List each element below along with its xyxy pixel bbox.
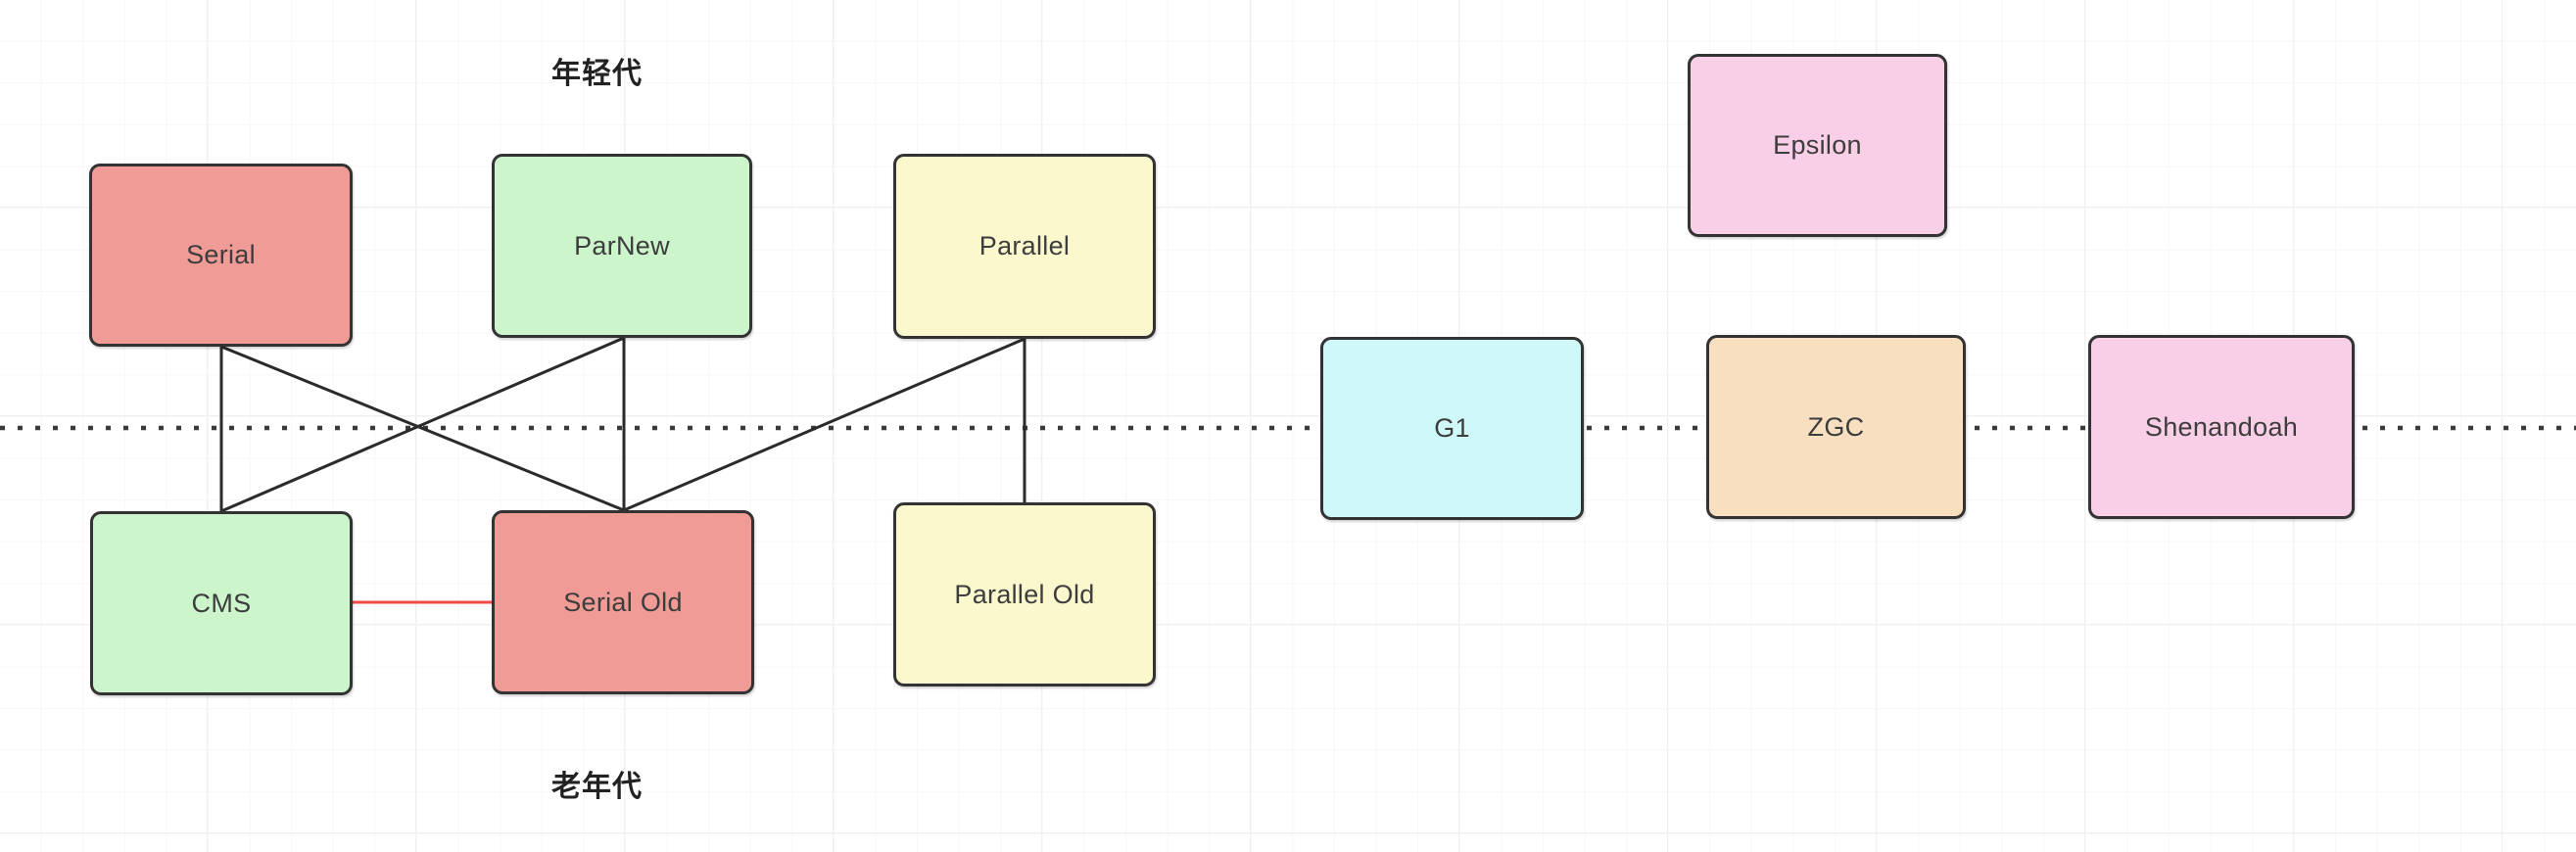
gc-node-label: Epsilon [1773,130,1862,160]
gc-node-parnew[interactable]: ParNew [492,154,752,338]
gc-node-serial-old[interactable]: Serial Old [492,510,754,694]
old-label: 老年代 [551,771,643,803]
gc-node-zgc[interactable]: ZGC [1706,335,1966,519]
gc-node-label: CMS [191,588,252,618]
edge-parallel-serialold [623,337,1026,512]
gc-node-label: Serial [186,240,256,269]
gc-node-label: G1 [1434,413,1470,443]
gc-node-label: Serial Old [563,587,683,617]
gc-node-parallel[interactable]: Parallel [893,154,1156,339]
gc-node-g1[interactable]: G1 [1320,337,1584,520]
gc-node-cms[interactable]: CMS [90,511,353,695]
edge-parnew-cms [220,336,625,513]
gc-node-serial[interactable]: Serial [89,164,353,347]
gc-node-epsilon[interactable]: Epsilon [1688,54,1947,237]
edge-serial-serialold [220,345,625,512]
gc-node-parallel-old[interactable]: Parallel Old [893,502,1156,686]
gc-node-label: ZGC [1807,411,1865,442]
gc-node-label: ParNew [574,230,670,260]
gc-node-label: Parallel Old [954,579,1095,609]
gc-node-label: Shenandoah [2144,411,2299,442]
young-label: 年轻代 [551,58,643,90]
gc-node-shenandoah[interactable]: Shenandoah [2088,335,2355,519]
gc-node-label: Parallel [978,231,1071,260]
